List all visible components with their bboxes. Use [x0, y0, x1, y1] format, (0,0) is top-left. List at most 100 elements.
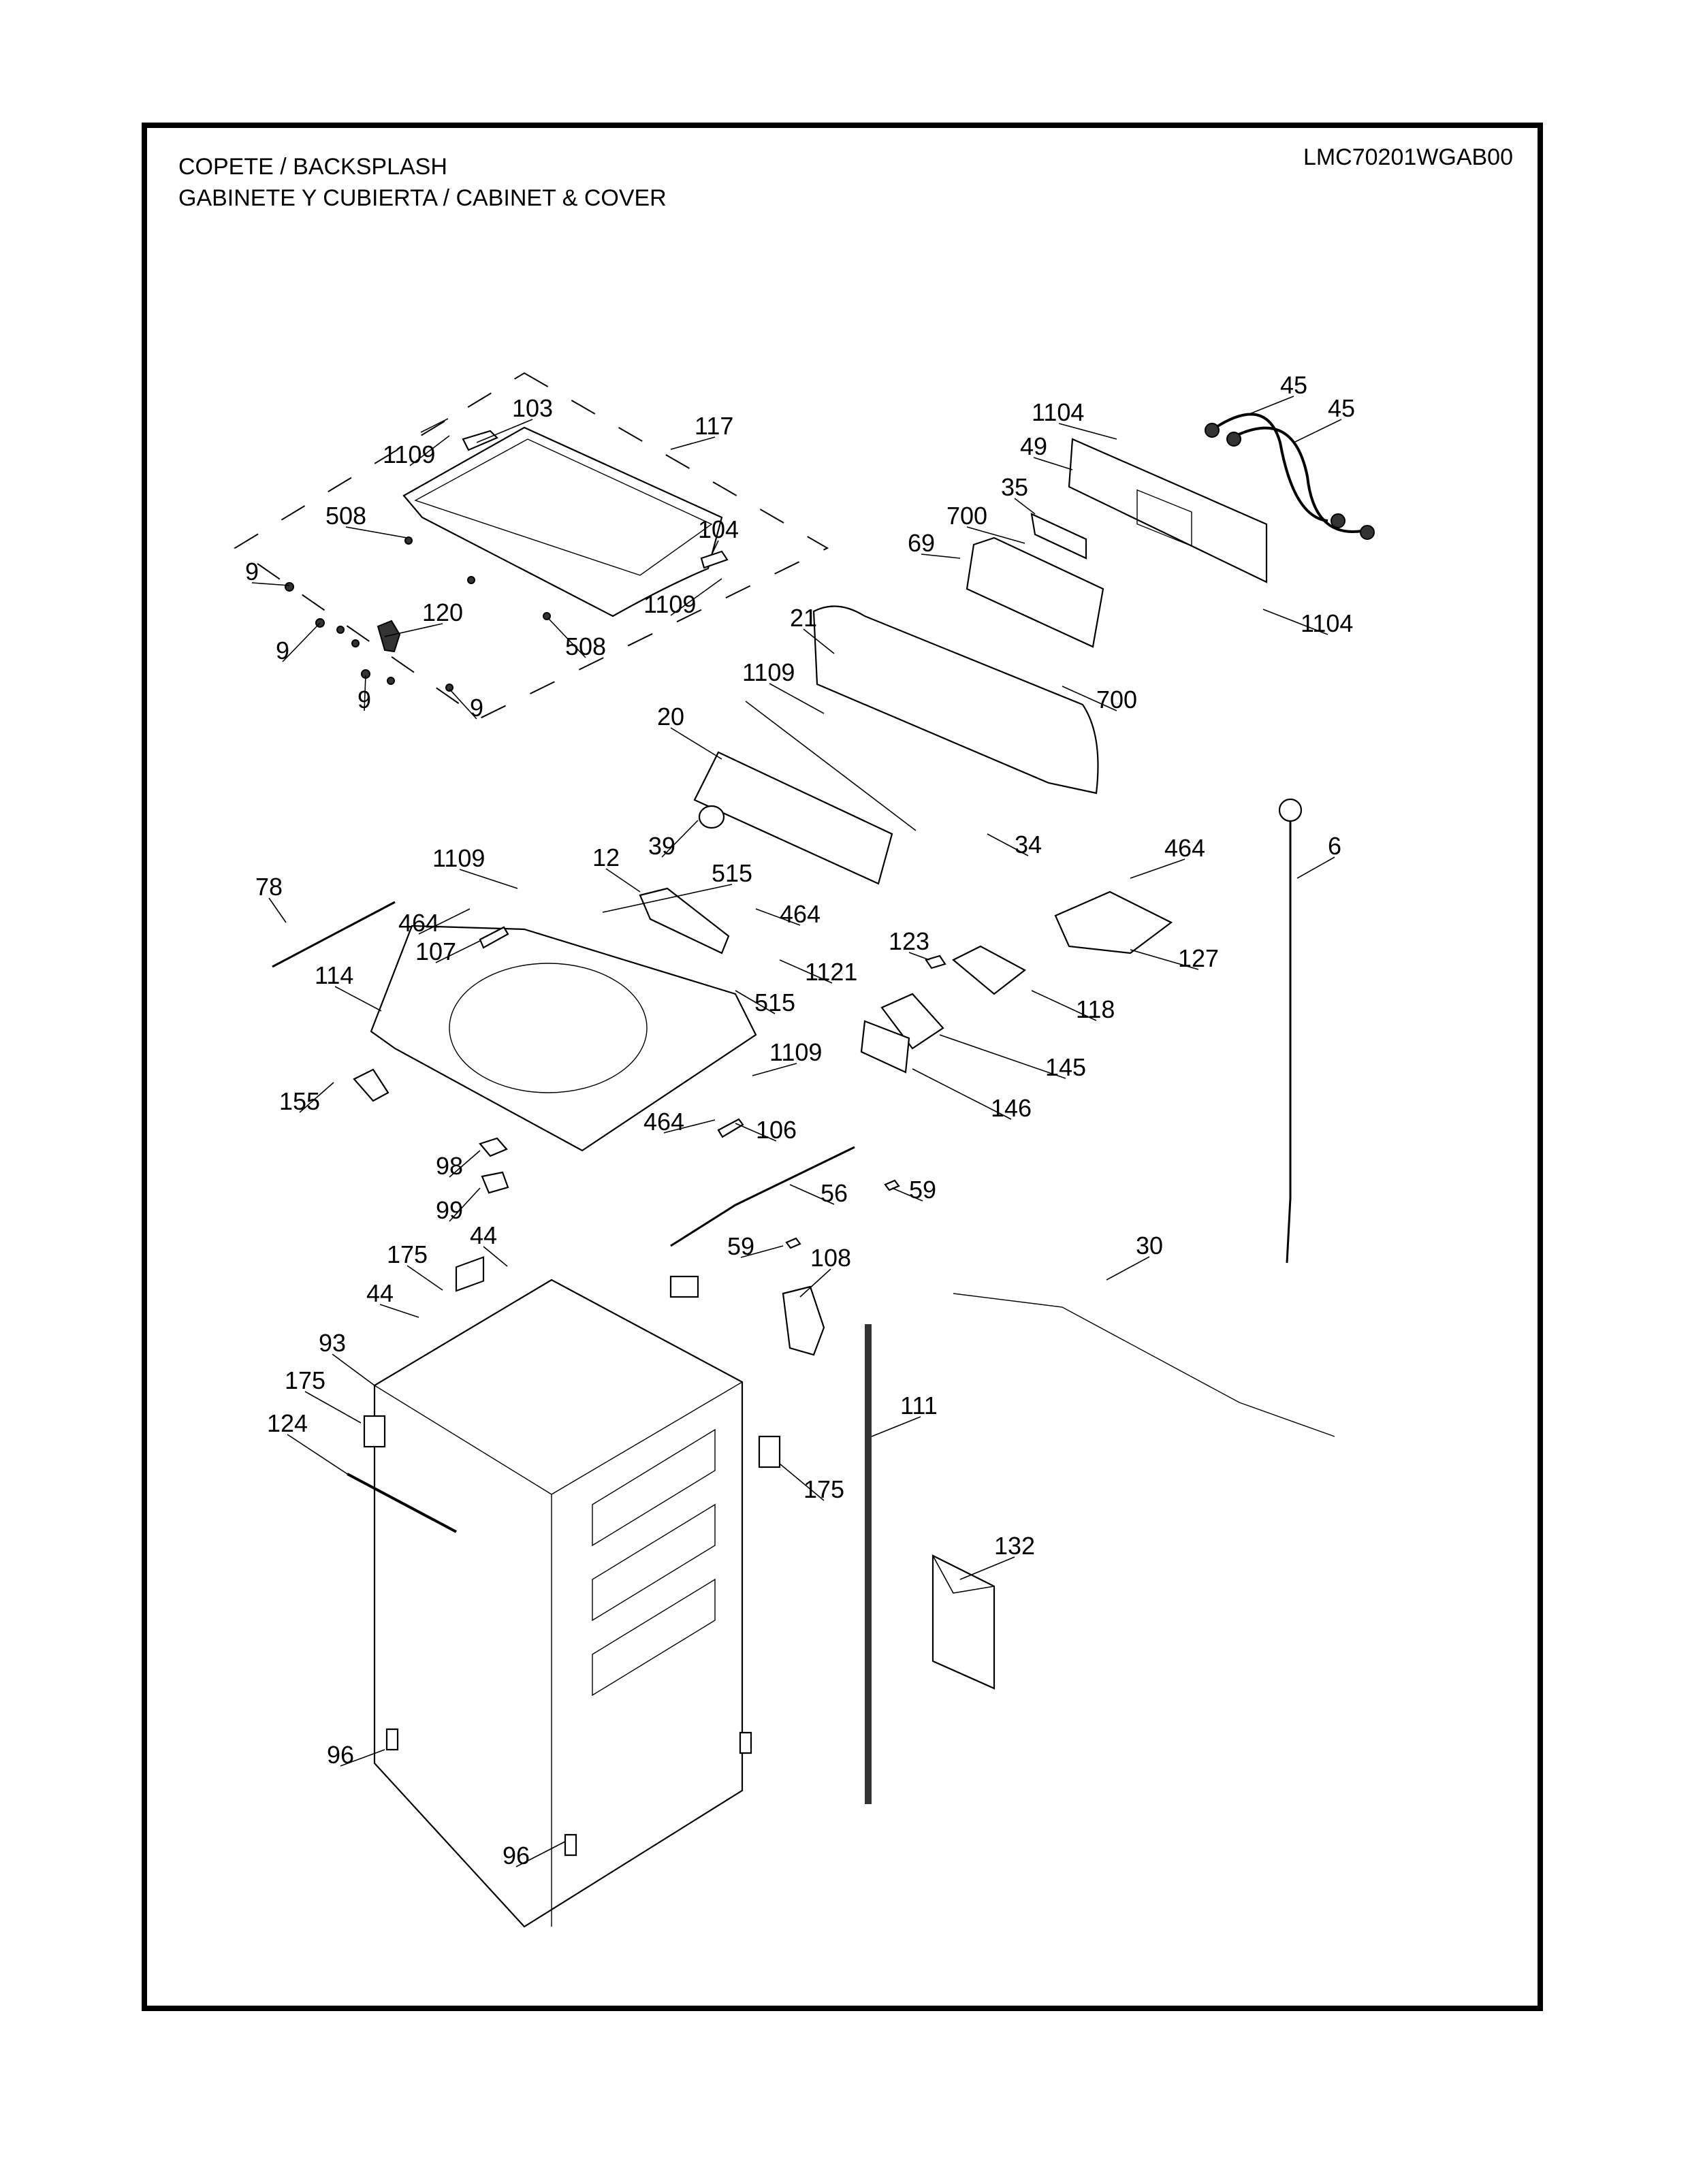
part-label-power-cord: 6 — [1328, 832, 1341, 860]
leader-line-power-cord — [1296, 856, 1335, 879]
leader-line-foot-pad — [251, 582, 290, 586]
leader-line-handle — [299, 1082, 334, 1113]
leader-line-drain-guide — [799, 1268, 831, 1298]
leader-line-knob — [661, 820, 699, 858]
part-label-drain-guide: 108 — [810, 1244, 851, 1272]
part-label-insulation-pad: 175 — [387, 1240, 428, 1268]
lid-117 — [402, 426, 723, 617]
leader-line-lid-switch-left — [435, 940, 481, 963]
leader-line-water-inlet-valve — [605, 868, 641, 893]
cap-98 — [479, 1137, 508, 1157]
part-label-harness-sensor: 56 — [821, 1179, 848, 1207]
leader-line-screw — [735, 990, 776, 1014]
top-cover-group — [272, 798, 1303, 1264]
foot-96a — [385, 1728, 399, 1751]
leader-line-top-cover — [334, 986, 382, 1012]
part-label-cap: 98 — [436, 1152, 463, 1180]
part-label-screw: 1109 — [769, 1038, 822, 1066]
part-label-foot-pad: 9 — [245, 558, 259, 585]
leader-line-manual — [959, 1556, 1015, 1580]
leader-line-foot-pad — [282, 622, 321, 662]
leader-line-wire-harness — [268, 897, 287, 923]
leader-line-clip — [483, 1246, 508, 1267]
leader-line-screw — [602, 884, 733, 913]
drawer-panel-146 — [860, 1020, 910, 1074]
bracket-124 — [347, 1473, 457, 1533]
leader-line-dispenser-drawer — [939, 1034, 1066, 1079]
leader-line-cap — [449, 1150, 481, 1178]
leader-line-insulation-pad — [304, 1391, 362, 1424]
leader-line-control-panel-decor — [670, 727, 722, 760]
power-cord-6 — [1286, 816, 1292, 1264]
leader-line-clip — [379, 1304, 419, 1318]
part-label-clip: 59 — [727, 1232, 754, 1260]
part-label-dispenser-housing: 127 — [1178, 944, 1219, 972]
lid-group-boundary — [234, 372, 829, 720]
part-label-control-panel-decor: 20 — [657, 703, 684, 730]
leader-line-screw — [418, 908, 471, 935]
leader-line-insulation-pad — [779, 1463, 825, 1501]
part-label-drain-hose: 111 — [900, 1392, 938, 1419]
knob-39 — [698, 805, 725, 829]
leader-line-foot-pad — [449, 688, 477, 720]
harness-56 — [670, 1146, 855, 1247]
lid-group — [234, 372, 829, 720]
manual-132 — [931, 1554, 996, 1690]
leader-line-bumper — [547, 617, 586, 658]
leader-line-screw — [769, 683, 825, 714]
part-label-screw: 464 — [398, 909, 439, 937]
leader-line-screw — [1262, 609, 1328, 635]
part-label-bracket: 124 — [267, 1409, 308, 1437]
part-label-bumper: 508 — [325, 502, 366, 530]
part-label-water-inlet-valve: 12 — [592, 844, 620, 871]
leader-line-main-pcb — [921, 553, 961, 559]
damper-120 — [377, 620, 401, 653]
part-label-switch: 99 — [436, 1196, 463, 1224]
part-label-foot-pad: 9 — [357, 686, 371, 713]
leader-line-leveling-foot — [340, 1749, 385, 1767]
leader-line-screw — [663, 1119, 716, 1134]
foot-96b — [564, 1833, 577, 1857]
hose-45b — [1235, 426, 1363, 533]
bumper-508a — [404, 536, 413, 545]
lid-lock-106 — [717, 1118, 744, 1138]
leader-line-label-plate — [1014, 498, 1036, 515]
label-plate-35 — [1030, 513, 1087, 560]
leader-line-screw — [779, 959, 833, 984]
bumper-508b — [543, 612, 551, 620]
cabinet-93 — [373, 1279, 744, 1928]
harness-78 — [272, 901, 396, 968]
part-label-insulation-pad: 175 — [803, 1475, 844, 1503]
part-label-leveling-foot: 96 — [327, 1741, 354, 1769]
leader-line-switch — [449, 1187, 481, 1222]
top-cover-114 — [370, 925, 757, 1152]
leader-line-dispenser-housing — [1130, 949, 1199, 970]
diagram-subtitle: GABINETE Y CUBIERTA / CABINET & COVER — [178, 185, 667, 211]
part-label-top-cover: 114 — [315, 961, 353, 989]
trim-34 — [745, 701, 917, 831]
leader-line-inlet-hose — [1245, 396, 1294, 416]
leader-line-clip — [740, 1245, 784, 1258]
tray-118 — [952, 945, 1027, 995]
switch-99 — [481, 1171, 509, 1194]
part-label-insulation-pad: 175 — [285, 1366, 325, 1394]
part-label-screw: 700 — [946, 502, 987, 530]
clip-59b — [785, 1237, 801, 1249]
pad-175b — [363, 1415, 386, 1448]
part-label-handle: 155 — [279, 1087, 320, 1115]
part-label-screw: 515 — [754, 989, 795, 1016]
drain-guide-108 — [782, 1285, 825, 1356]
leader-line-lid-damper — [384, 623, 443, 637]
part-label-drawer-panel: 146 — [991, 1094, 1032, 1122]
leader-line-insulation-pad — [407, 1265, 443, 1291]
part-label-wire-harness: 78 — [255, 873, 283, 901]
leader-line-foot-pad — [364, 675, 366, 711]
part-label-backsplash-housing: 21 — [790, 604, 817, 632]
handle-155 — [353, 1068, 389, 1102]
siphon-123 — [925, 954, 946, 969]
clip-59a — [884, 1179, 900, 1191]
pcb-69 — [966, 536, 1104, 648]
part-label-cabinet: 93 — [319, 1329, 346, 1357]
